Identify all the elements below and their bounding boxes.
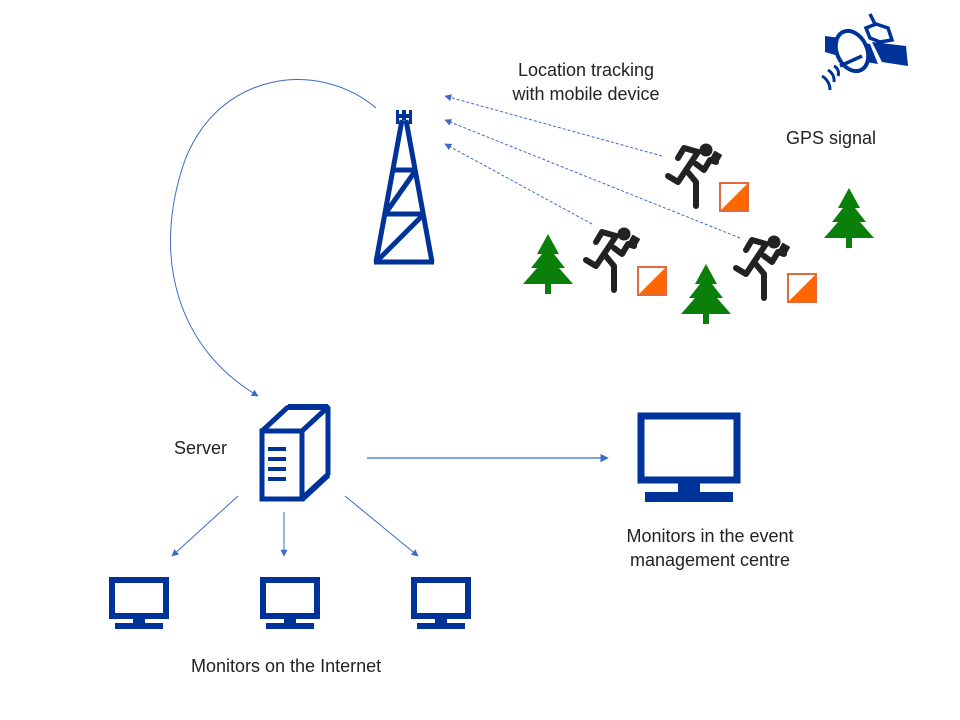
location-tracking-label: Location tracking with mobile device: [496, 58, 676, 106]
event-centre-line2: management centre: [629, 550, 791, 570]
tree-icon: [681, 264, 731, 324]
orienteering-flag-icon: [637, 266, 667, 296]
cell-tower-icon: [373, 110, 435, 265]
runner-3: [736, 236, 817, 303]
event-centre-monitor-icon: [637, 412, 741, 502]
tracking-arrow-runner-3: [444, 119, 741, 239]
orienteering-flag-icon: [787, 273, 817, 303]
internet-monitor-1-icon: [112, 580, 166, 629]
tree-icon: [523, 234, 573, 294]
runner-icon: [736, 236, 790, 299]
satellite-icon: [821, 13, 908, 91]
tower-to-server-arrow: [170, 79, 377, 397]
server-to-internet-monitor-1-arrow: [171, 495, 239, 557]
tree-icon: [824, 188, 874, 248]
event-centre-line1: Monitors in the event: [626, 526, 794, 546]
orienteering-flag-icon: [719, 182, 749, 212]
runner-2: [586, 228, 667, 296]
tracking-arrow-runner-2: [444, 143, 593, 225]
server-label: Server: [174, 438, 228, 458]
internet-monitor-2-icon: [263, 580, 317, 629]
runner-1: [668, 144, 749, 212]
location-tracking-line1: Location tracking: [517, 60, 655, 80]
runner-icon: [668, 144, 722, 207]
internet-monitor-3-icon: [414, 580, 468, 629]
tracking-arrow-runner-1: [444, 94, 663, 157]
runner-icon: [586, 228, 640, 291]
server-icon: [259, 404, 331, 502]
gps-signal-label: GPS signal: [786, 128, 877, 148]
location-tracking-line2: with mobile device: [512, 84, 660, 104]
server-to-internet-monitor-3-arrow: [344, 495, 419, 557]
internet-monitors-label: Monitors on the Internet: [191, 656, 382, 676]
event-centre-label: Monitors in the event management centre: [600, 524, 820, 572]
